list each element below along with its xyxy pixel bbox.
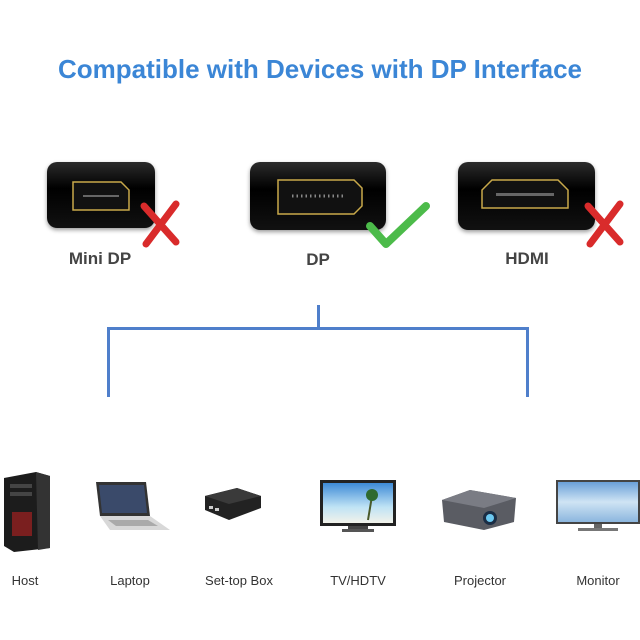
- hdmi-port-image: [458, 162, 595, 230]
- tv-icon: [320, 480, 396, 532]
- cross-icon: [584, 200, 624, 248]
- connector-line: [107, 327, 110, 397]
- cross-icon: [140, 200, 180, 248]
- monitor-icon: [556, 480, 640, 531]
- port-label-hdmi: HDMI: [505, 249, 549, 268]
- host-pc-icon: [4, 472, 50, 552]
- connector-line: [107, 327, 529, 330]
- device-label-laptop: Laptop: [110, 573, 150, 588]
- connector-line: [317, 305, 320, 329]
- projector-icon: [442, 490, 516, 530]
- laptop-icon: [96, 482, 170, 530]
- connector-line: [526, 327, 529, 397]
- check-icon: [366, 202, 430, 248]
- device-label-projector: Projector: [453, 573, 507, 588]
- set-top-box-icon: [205, 488, 261, 520]
- device-label-tv-hdtv: TV/HDTV: [330, 573, 386, 588]
- page-title: Compatible with Devices with DP Interfac…: [58, 54, 582, 84]
- device-label-set-top-box: Set-top Box: [205, 573, 273, 588]
- device-label-host: Host: [11, 573, 39, 588]
- mini-dp-port-image: [47, 162, 155, 228]
- port-label-dp: DP: [306, 250, 330, 269]
- dp-port-image: [250, 162, 386, 230]
- device-label-monitor: Monitor: [576, 573, 620, 588]
- port-label-mini-dp: Mini DP: [68, 249, 132, 268]
